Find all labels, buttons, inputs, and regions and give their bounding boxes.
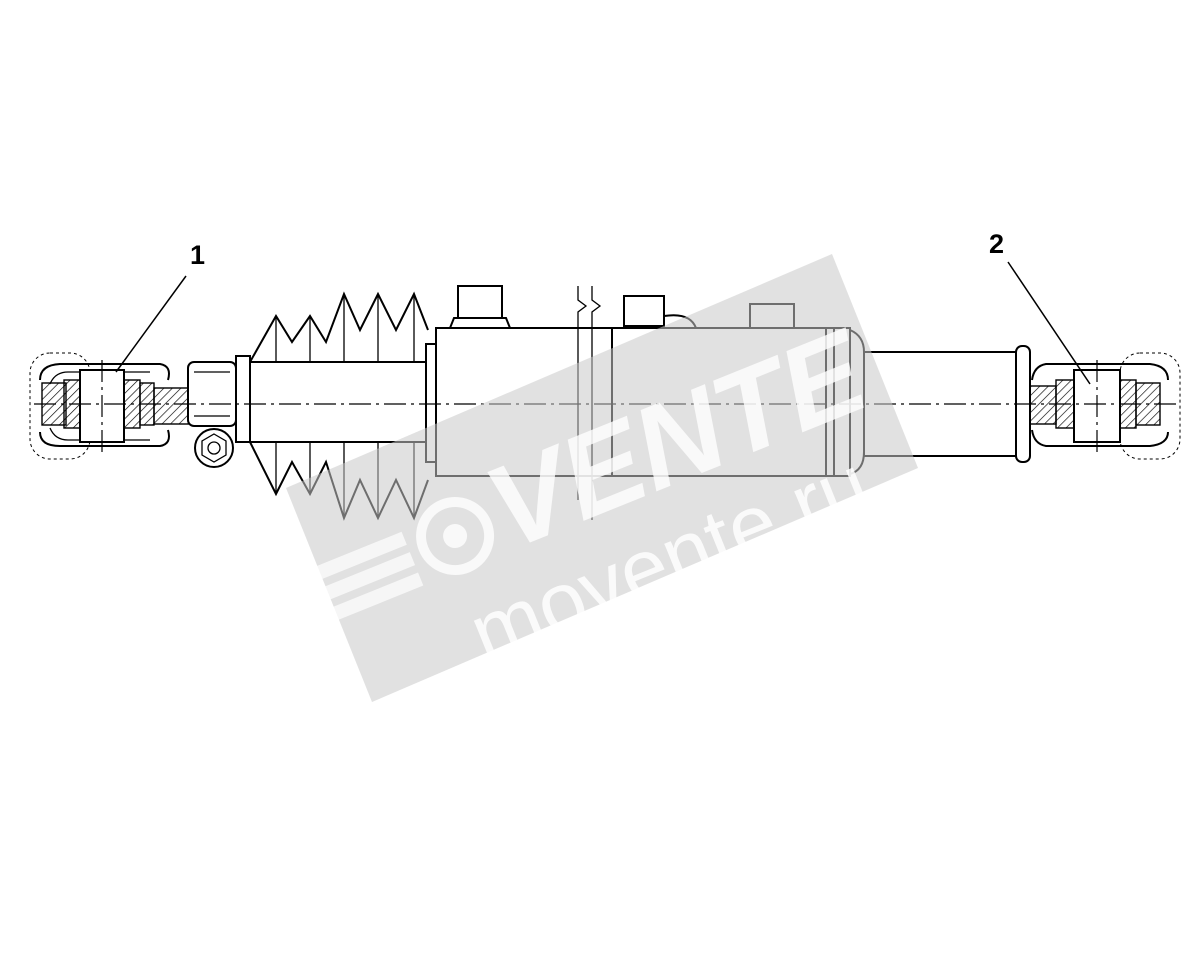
rubber-bellows-boot [249, 291, 429, 521]
callout-label-1: 1 [190, 240, 205, 270]
callout-label-2: 2 [989, 229, 1004, 259]
leader-line-1 [115, 275, 187, 373]
left-eye-mount [29, 352, 170, 460]
movente-watermark: VENTE movente.ru [286, 254, 918, 702]
right-eye-mount [1029, 352, 1181, 460]
leader-line-2 [1007, 261, 1091, 385]
left-threaded-rod [153, 355, 251, 468]
watermark-logo-mark [316, 497, 495, 620]
